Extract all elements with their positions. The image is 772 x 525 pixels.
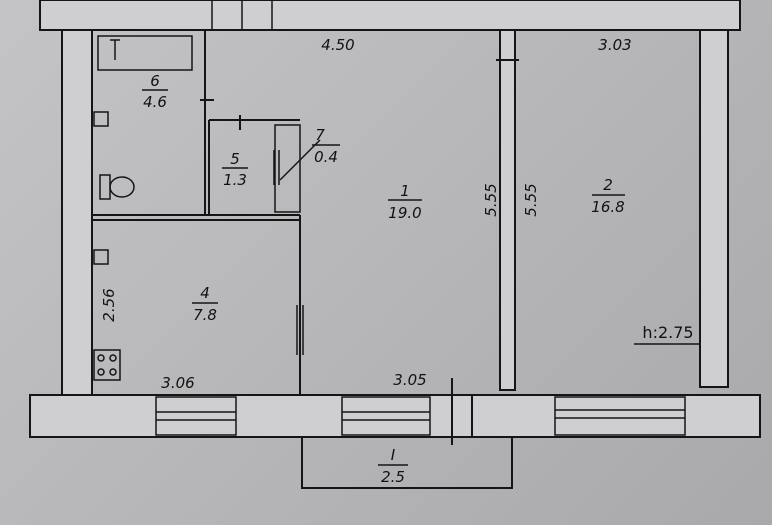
room-1-area: 19.0 — [388, 204, 421, 222]
room-4-number: 4 — [200, 284, 210, 302]
ceiling-height: h:2.75 — [642, 323, 693, 342]
dim-wall-left: 5.55 — [482, 183, 500, 216]
sink-icon — [93, 111, 109, 127]
room-6-area: 4.6 — [143, 93, 167, 111]
windows — [155, 378, 686, 445]
room-6-number: 6 — [150, 72, 160, 90]
room-4-area: 7.8 — [193, 306, 217, 324]
dim-wall-right: 5.55 — [522, 183, 540, 216]
dim-bottom-left: 3.06 — [161, 374, 194, 392]
bathtub-icon — [97, 35, 193, 71]
room-2-number: 2 — [603, 176, 613, 194]
toilet-icon — [99, 174, 135, 200]
dim-room4-height: 2.56 — [100, 288, 118, 321]
fraction-lines — [142, 89, 700, 466]
dim-top-left: 4.50 — [321, 36, 354, 54]
dim-bottom-middle: 3.05 — [393, 371, 426, 389]
room-7-area: 0.4 — [314, 148, 338, 166]
room-7-number: 7 — [315, 126, 325, 144]
balcony-number: I — [391, 446, 396, 464]
doors — [200, 59, 519, 355]
sink-icon-kitchen — [93, 249, 109, 265]
room-1-number: 1 — [400, 182, 410, 200]
room-2-area: 16.8 — [591, 198, 624, 216]
balcony-area: 2.5 — [381, 468, 405, 486]
room-5-number: 5 — [230, 150, 240, 168]
balcony — [301, 436, 513, 489]
walls — [29, 0, 761, 438]
dim-top-right: 3.03 — [598, 36, 631, 54]
room-5-area: 1.3 — [223, 171, 247, 189]
stove-icon — [93, 349, 121, 381]
